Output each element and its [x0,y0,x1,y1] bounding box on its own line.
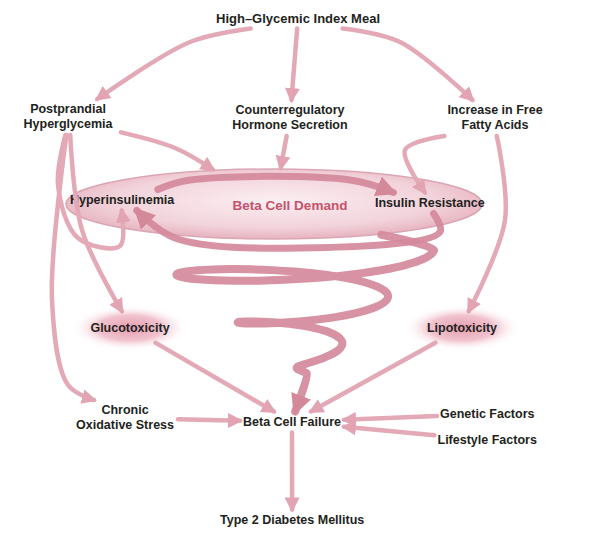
flow-arrow [52,135,94,400]
flow-node: Genetic Factors [440,407,534,422]
glow-fill [71,305,189,351]
node-label: Chronic Oxidative Stress [75,403,175,433]
node-label: Insulin Resistance [375,196,485,211]
toxicity-glow: Lipotoxicity [403,305,521,351]
flow-arrow [291,29,297,101]
flow-node: Insulin Resistance [375,196,485,211]
flow-node: Counterregulatory Hormone Secretion [229,103,351,133]
node-label: Lifestyle Factors [438,433,537,448]
flow-node: Type 2 Diabetes Mellitus [220,513,364,528]
flow-arrow [290,433,295,510]
flow-arrow [178,419,240,420]
glow-fill [403,305,521,351]
node-label: Increase in Free Fatty Acids [445,103,545,133]
flow-arrow [344,416,437,420]
flow-arrow [343,29,473,101]
flow-arrow [469,136,506,311]
node-label: Lipotoxicity [427,321,497,336]
node-label: High–Glycemic Index Meal [216,11,380,26]
flow-node: Lifestyle Factors [438,433,537,448]
demand-label: Beta Cell Demand [233,198,348,213]
flow-node: Postprandial Hyperglycemia [18,102,118,132]
flow-arrow [156,343,274,412]
flow-node: Beta Cell Failure [243,415,341,430]
node-label: Type 2 Diabetes Mellitus [220,513,364,528]
node-label: Genetic Factors [440,407,534,422]
demand-ellipse: Beta Cell Demand Hyperinsulinemia Insulin … [65,168,483,240]
node-label: Postprandial Hyperglycemia [18,102,118,132]
node-label: Hyperinsulinemia [70,193,174,208]
flow-arrow [97,29,250,100]
node-label: Beta Cell Failure [243,415,341,430]
flow-node: High–Glycemic Index Meal [216,11,380,26]
toxicity-glow: Glucotoxicity [71,305,189,351]
flow-arrow [344,427,435,435]
flow-arrow [121,132,213,169]
flow-node: Increase in Free Fatty Acids [445,103,545,133]
node-label: Glucotoxicity [90,321,169,336]
vortex-spiral [176,235,434,412]
flow-node: Chronic Oxidative Stress [75,403,175,433]
flow-arrow [311,343,435,412]
flow-arrow [281,136,287,168]
flow-node: Hyperinsulinemia [70,193,174,208]
node-label: Counterregulatory Hormone Secretion [229,103,351,133]
